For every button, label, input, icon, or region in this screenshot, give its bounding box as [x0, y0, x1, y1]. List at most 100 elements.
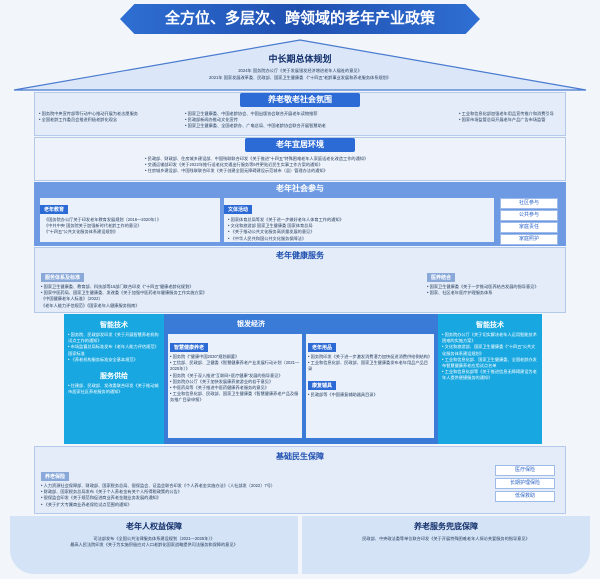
planning-roof: 中长期总体规划 2024年 国务院办公厅《关于发展银发经济增进老年人福祉的意见》…: [12, 38, 588, 92]
roof-shape: [13, 39, 587, 91]
list-item: • 住建部、民政部、发改委联合印发《关于推动城市居家社区养老服务的通知》: [68, 383, 159, 395]
list-item: • 人力资源社会保障部、财政部、国家税务总局、银保监会、证监会联合印发《个人养老…: [41, 483, 276, 488]
list-item: • 中医药局等《关于推进中医药健康养老服务的意见》: [170, 385, 269, 391]
list-item: • 工业和信息化部、民政部、国家卫生健康委发布老年用品产品目录: [308, 360, 428, 372]
social-left-list: • 国务院中央宣传部等行动中心推动开展为老志愿服务 • 全国老龄工作委员会推进积…: [39, 111, 189, 123]
safety-net-section: 养老服务兜底保障 民政部、中央政法委等单位联合印发《关于开展特殊困难老年人探访关…: [302, 516, 590, 574]
planning-line: 2021年 国家发展改革委、民政部、国家卫生健康委 《“十四五”老龄事业发展和养…: [209, 75, 391, 80]
health-section: 老年健康服务 服务体系及标准 • 国家卫生健康委、教育部、科技部等15部门联合印…: [34, 247, 566, 313]
list-item: • 《养老机构服务标准安全基本规范》: [68, 356, 138, 362]
elderly-goods-panel: 老年用品 • 国务院印发《关于进一步激发消费潜力加快促进消费供给侧结构》 • 工…: [306, 334, 434, 438]
list-item: • 国务院印发《关于进一步激发消费潜力加快促进消费供给侧结构》: [308, 354, 433, 359]
social-atmosphere-title: 养老敬老社会氛围: [240, 93, 360, 107]
list-item: • 银保监会印发《关于规范和促进商业养老金融业务发展的通知》: [41, 495, 161, 501]
side-chip: 医疗保险: [495, 465, 555, 476]
social-atmosphere-section: 养老敬老社会氛围 • 国务院中央宣传部等行动中心推动开展为老志愿服务 • 全国老…: [34, 92, 566, 136]
safety-net-title: 养老服务兜底保障: [414, 522, 478, 531]
list-item: • 《关于推动公共文化服务高质量发展的意见》: [228, 229, 315, 235]
education-label: 老年教育: [40, 205, 69, 214]
list-item: • 民政部、财政部、住房城乡建设部、中国残联联合印发《关于推进“十四五”特殊困难…: [145, 156, 369, 161]
list-item: • 国家中医药局、国家卫生健康委、发改委《关于加强中医药老年健康服务工作实施方案…: [41, 290, 207, 296]
health-title: 老年健康服务: [276, 251, 324, 260]
list-item: • 国务院《“健康中国2030”规划纲要》: [170, 354, 240, 359]
side-chip: 社区参与: [500, 198, 558, 209]
smart-health-panel: 智慧健康养老 • 国务院《“健康中国2030”规划纲要》 • 工信部、民政部、卫…: [168, 334, 302, 438]
list-item: • 工业和信息化部、国家卫生健康委、全国老龄办发布智慧健康养老应用试点名单: [442, 356, 537, 369]
list-item: 《老年人能力评估规范》《国家老年人健康服务指南》: [41, 302, 140, 308]
list-item: • 《中华人民共和国公共文化服务保障法》: [228, 235, 307, 241]
list-item: • 工业和信息化部加强老年用品宣传推介和消费引导: [459, 111, 554, 116]
livable-list: • 民政部、财政部、住房城乡建设部、中国残联联合印发《关于推进“十四五”特殊困难…: [145, 156, 545, 175]
participation-section: 老年社会参与 老年教育 《国务院办公厅关于印发老年教育发展规划（2016—202…: [34, 182, 566, 246]
smart-tech-right-panel: 智能技术 • 国务院办公厅《关于切实解决老年人运用智能技术困难的实施方案》 • …: [438, 314, 542, 444]
list-item: 最高人民法院印发《关于为实施积极应对人口老龄化国家战略提供司法服务和保障的意见》: [70, 542, 238, 548]
list-item: • 国家体育总局等发《关于进一步做好老年人体育工作的通知》: [228, 217, 344, 222]
list-item: 《中共中央 国务院关于加强新时代老龄工作的意见》: [44, 223, 142, 229]
participation-title: 老年社会参与: [276, 184, 324, 193]
list-item: • 国家卫生健康委、全国老龄办、广电总局、中国老龄协会联合开展智慧助老: [185, 123, 326, 129]
livable-title: 老年宜居环境: [245, 138, 355, 152]
list-item: 司法部发布《全国公共法律服务体系建设规划（2021—2025年）》: [93, 536, 215, 541]
side-chip: 长期护理保险: [495, 478, 555, 489]
list-item: • 国务院办公厅《关于切实解决老年人运用智能技术困难的实施方案》: [442, 332, 537, 344]
list-item: • 住房城乡建设部、中国残联联合印发《关于创建全国无障碍建设示范城市（县）管理办…: [145, 168, 328, 174]
list-item: • 国家卫生健康委、中国老龄协会、中国出版协会联合开展老年读物推荐: [185, 111, 318, 116]
list-item: • 国务院中央宣传部等行动中心推动开展为老志愿服务: [39, 111, 138, 116]
rights-section: 老年人权益保障 司法部发布《全国公共法律服务体系建设规划（2021—2025年）…: [10, 516, 298, 574]
list-item: • 国家、社区老年医疗护理服务体系: [427, 290, 493, 296]
medical-care-panel: 医养结合 • 国家卫生健康委《关于一步推动医养结合发展的指导意见》 • 国家、社…: [427, 266, 561, 296]
list-item: • 国务院《关于深入推进“互联网+医疗健康”发展的指导意见》: [170, 372, 283, 378]
health-system-label: 服务体系及标准: [41, 273, 85, 282]
medical-care-label: 医养结合: [427, 273, 456, 282]
insurance-label: 养老保险: [41, 472, 70, 481]
list-item: 《“十四五”公共文化服务体系建设规划》: [44, 229, 118, 235]
social-mid-list: • 国家卫生健康委、中国老龄协会、中国出版协会联合开展老年读物推荐 • 民政部新…: [185, 111, 455, 130]
social-right-list: • 工业和信息化部加强老年用品宣传推介和消费引导 • 国家市场监管总局开展老年产…: [459, 111, 565, 123]
education-panel: 老年教育 《国务院办公厅关于印发老年教育发展规划（2016—2020年）》 《中…: [40, 198, 220, 242]
list-item: • 国家市场监管总局开展老年产品广告市场监管: [459, 117, 546, 123]
list-item: • 工业和信息化部、民政部、国家卫生健康委《智慧健康养老产品及服务推广目录申报》: [170, 391, 299, 403]
smart-tech-right-title: 智能技术: [476, 322, 504, 329]
livable-section: 老年宜居环境 • 民政部、财政部、住房城乡建设部、中国残联联合印发《关于推进“十…: [34, 137, 566, 181]
list-item: • 国家卫生健康委《关于一步推动医养结合发展的指导意见》: [427, 284, 539, 289]
smart-tech-left-panel: 智能技术 • 国务院、民政部发印发《关于开展智慧养老机构试点工作的通知》 • 市…: [64, 314, 164, 444]
list-item: • 《关于扩大专属商业养老保险试点范围的通知》: [41, 501, 132, 507]
insurance-panel: 养老保险 • 人力资源社会保障部、财政部、国家税务总局、银保监会、证监会联合印发…: [41, 465, 461, 508]
list-item: • 工信部、民政部、卫健委《智慧健康养老产业发展行动计划（2021—2025年）…: [170, 360, 300, 372]
list-item: • 国务院、民政部发印发《关于开展智慧养老机构试点工作的通知》: [68, 332, 159, 344]
rights-title: 老年人权益保障: [126, 522, 182, 531]
culture-panel: 文体活动 • 国家体育总局等发《关于进一步做好老年人体育工作的通知》 • 文化和…: [224, 198, 494, 242]
supply-title: 服务供给: [100, 373, 128, 381]
list-item: 《中国健康老年人标准》（2022）: [41, 296, 103, 302]
basic-chip-column: 医疗保险 长期护理保险 低保救助: [495, 465, 555, 502]
basic-guarantee-section: 基础民生保障 养老保险 • 人力资源社会保障部、财政部、国家税务总局、银保监会、…: [34, 446, 566, 514]
side-chip: 家庭照护: [500, 234, 558, 245]
planning-line: 2024年 国务院办公厅《关于发展银发经济增进老年人福祉的意见》: [238, 68, 362, 73]
health-system-panel: 服务体系及标准 • 国家卫生健康委、教育部、科技部等15部门联合印发《“十四五”…: [41, 266, 421, 309]
smart-tech-left-title: 智能技术: [100, 322, 128, 329]
culture-label: 文体活动: [224, 205, 253, 214]
list-item: • 文化和旅游部、国家卫生健康委《“十四五”公共文化服务体系建设规划》: [442, 344, 536, 356]
economy-title: 银发经济: [237, 321, 265, 328]
list-item: • 财政部、国家税务总局发布《关于个人养老金有关个人所得税政策的公告》: [41, 489, 182, 495]
list-item: • 工业和信息化部等《关于推进信息无障碍建设为老年人提供便捷服务的通知》: [442, 369, 537, 381]
elderly-goods-label: 老年用品: [308, 343, 337, 352]
list-item: • 市场监督总局标准发布《老年人能力评估规范》国家标准: [68, 344, 159, 356]
planning-title: 中长期总体规划: [268, 54, 332, 64]
list-item: • 民政部等《中国康复辅助器具目录》: [308, 391, 378, 397]
participation-chip-column: 社区参与 公共参与 家庭责任 家庭照护: [500, 198, 558, 245]
list-item: • 民政部新闻办推动文化宣传: [185, 117, 238, 123]
list-item: • 全国老龄工作委员会推进积极老龄化观念: [39, 117, 118, 123]
list-item: • 国家卫生健康委、教育部、科技部等15部门联合印发《“十四五”健康老龄化规划》: [41, 284, 194, 289]
side-chip: 家庭责任: [500, 222, 558, 233]
list-item: • 交通运输部印发《关于2022年推行适老化交通出行服务等5件更贴近民生实事工作…: [145, 162, 323, 168]
rehab-label: 康复辅具: [308, 380, 337, 390]
basic-guarantee-title: 基础民生保障: [276, 452, 324, 461]
side-chip: 低保救助: [495, 491, 555, 502]
smart-health-label: 智慧健康养老: [170, 343, 209, 352]
list-item: • 国务院办公厅《关于加快发展康养旅游业的若干意见》: [170, 378, 274, 384]
side-chip: 公共参与: [500, 210, 558, 221]
list-item: • 文化和旅游部 国家卫生健康委 国家体育总局: [228, 223, 313, 229]
list-item: 民政部、中央政法委等单位联合印发《关于开展特殊困难老年人探访关爱服务的指导意见》: [362, 536, 530, 541]
page-title: 全方位、多层次、跨领域的老年产业政策: [120, 4, 480, 34]
